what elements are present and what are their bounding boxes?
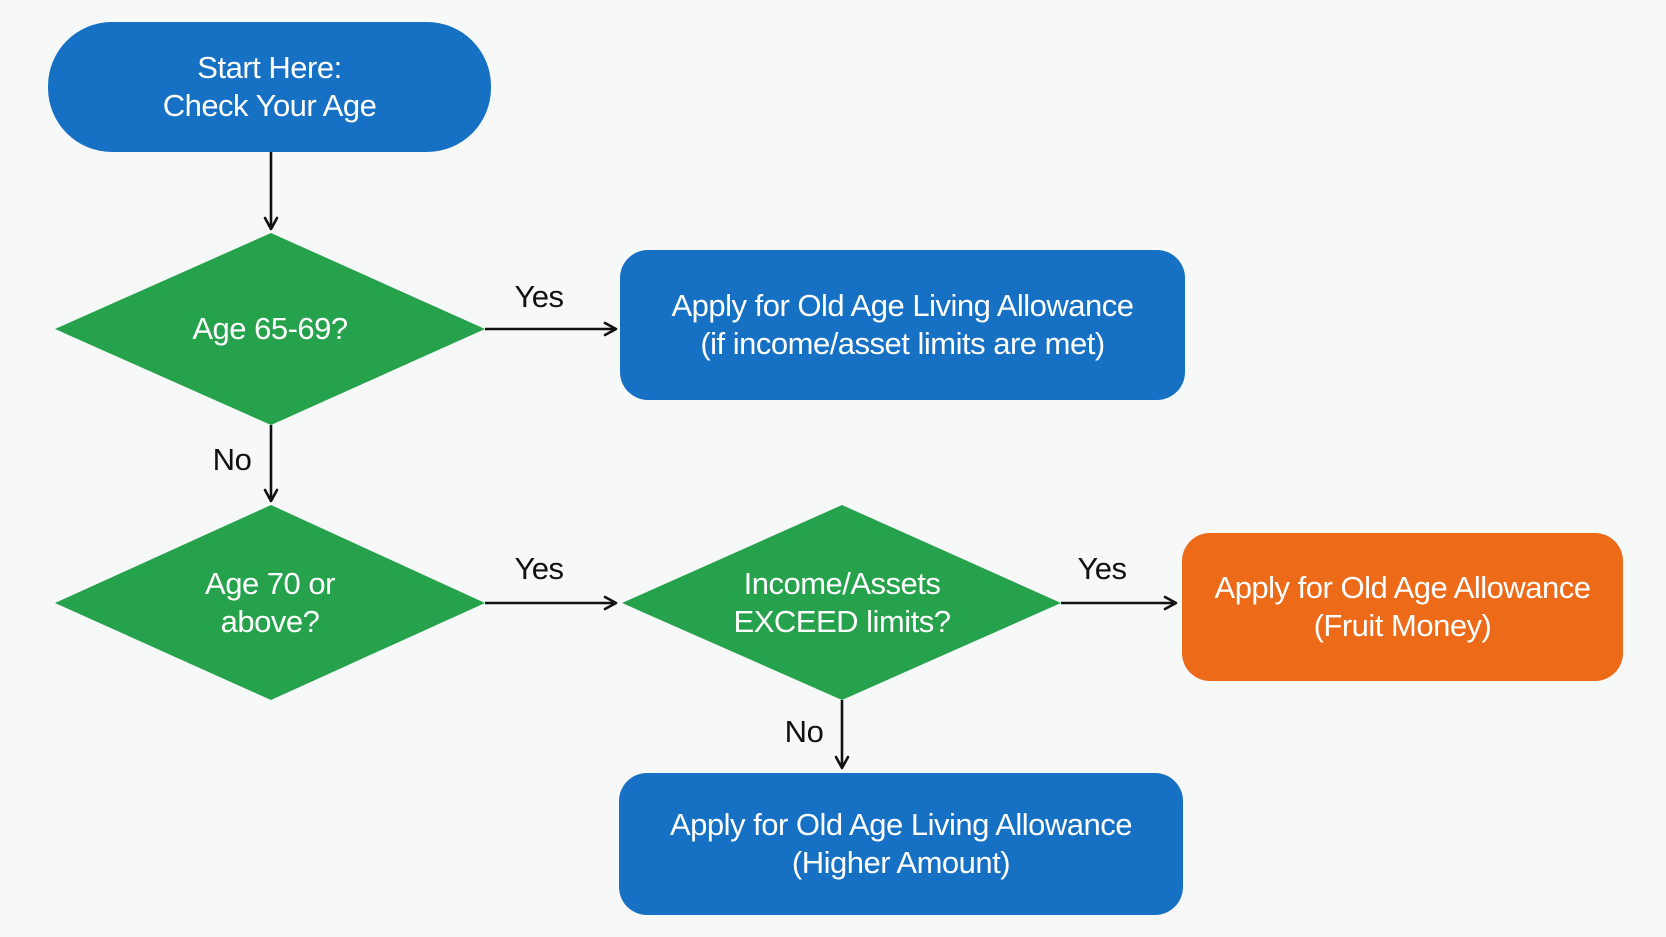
outcome-living-allowance-limits-line1: Apply for Old Age Living Allowance <box>671 288 1134 323</box>
outcome-living-allowance-limits-line2: (if income/asset limits are met) <box>700 326 1105 361</box>
outcome-old-age-allowance-line1: Apply for Old Age Allowance <box>1214 570 1591 605</box>
edge-label-exceed-yes: Yes <box>1077 551 1127 586</box>
outcome-old-age-allowance: Apply for Old Age Allowance (Fruit Money… <box>1182 533 1623 681</box>
decision-age-65-69-shape <box>55 233 485 425</box>
start-node-line1: Start Here: <box>197 50 342 85</box>
edge-label-age-65-no: No <box>212 442 252 477</box>
outcome-living-allowance-higher-line2: (Higher Amount) <box>791 845 1011 880</box>
outcome-living-allowance-higher: Apply for Old Age Living Allowance (High… <box>619 773 1183 915</box>
start-node: Start Here: Check Your Age <box>48 22 491 152</box>
decision-income-assets-shape <box>622 505 1061 700</box>
start-node-line2: Check Your Age <box>162 88 377 123</box>
outcome-living-allowance-higher-line1: Apply for Old Age Living Allowance <box>669 807 1133 842</box>
decision-age-70-above-shape <box>55 505 485 700</box>
edge-label-exceed-no: No <box>784 714 824 749</box>
edge-label-age-70-yes: Yes <box>514 551 564 586</box>
outcome-living-allowance-limits: Apply for Old Age Living Allowance (if i… <box>620 250 1185 400</box>
outcome-old-age-allowance-line2: (Fruit Money) <box>1313 608 1492 643</box>
edge-label-age-65-yes: Yes <box>514 279 564 314</box>
